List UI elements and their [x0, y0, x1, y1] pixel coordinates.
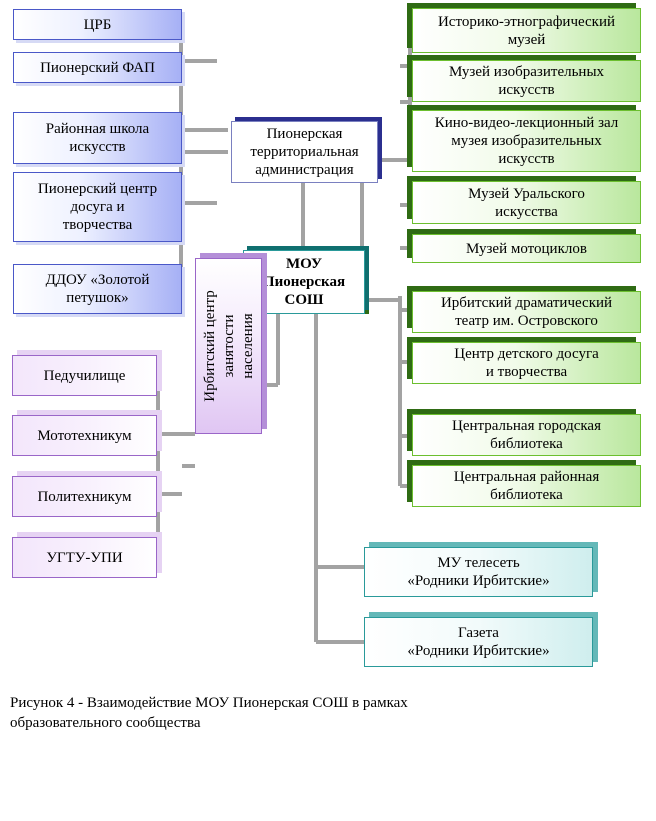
media-tv-network: МУ телесеть «Родники Ирбитские» [364, 547, 593, 597]
culture-central-city-library: Центральная городская библиотека [412, 414, 641, 456]
edu-polytechnic-college: Политехникум [12, 476, 157, 517]
org-pionersky-leisure-center: Пионерский центр досуга и творчества [13, 172, 182, 242]
museum-cinema-lecture-hall: Кино-видео-лекционный зал музея изобрази… [412, 110, 641, 172]
org-district-art-school: Районная школа искусств [13, 112, 182, 164]
museum-fine-arts: Музей изобразительных искусств [412, 60, 641, 102]
irbit-employment-center-label: Ирбитский центр занятости населения [201, 290, 255, 402]
figure-caption: Рисунок 4 - Взаимодействие МОУ Пионерска… [10, 695, 408, 731]
culture-central-district-library: Центральная районная библиотека [412, 465, 641, 507]
edu-pedagogical-college: Педучилище [12, 355, 157, 396]
org-crb: ЦРБ [13, 9, 182, 40]
irbit-employment-center: Ирбитский центр занятости населения [195, 258, 262, 434]
media-newspaper: Газета «Родники Ирбитские» [364, 617, 593, 667]
pionersky-territorial-administration: Пионерская территориальная администрация [231, 121, 378, 183]
museum-motorcycles: Музей мотоциклов [412, 234, 641, 263]
mou-pionerskaya-school: МОУ Пионерская СОШ [243, 250, 365, 314]
museum-ural-art: Музей Уральского искусства [412, 181, 641, 224]
culture-irbit-drama-theatre: Ирбитский драматический театр им. Остров… [412, 291, 641, 333]
org-pionersky-fap: Пионерский ФАП [13, 52, 182, 83]
edu-ugtu-upi: УГТУ-УПИ [12, 537, 157, 578]
edu-moto-technical-college: Мототехникум [12, 415, 157, 456]
org-kindergarten-zolotoy-petushok: ДДОУ «Золотой петушок» [13, 264, 182, 314]
museum-historical-ethnographic: Историко-этнографический музей [412, 8, 641, 53]
culture-children-leisure-center: Центр детского досуга и творчества [412, 342, 641, 384]
